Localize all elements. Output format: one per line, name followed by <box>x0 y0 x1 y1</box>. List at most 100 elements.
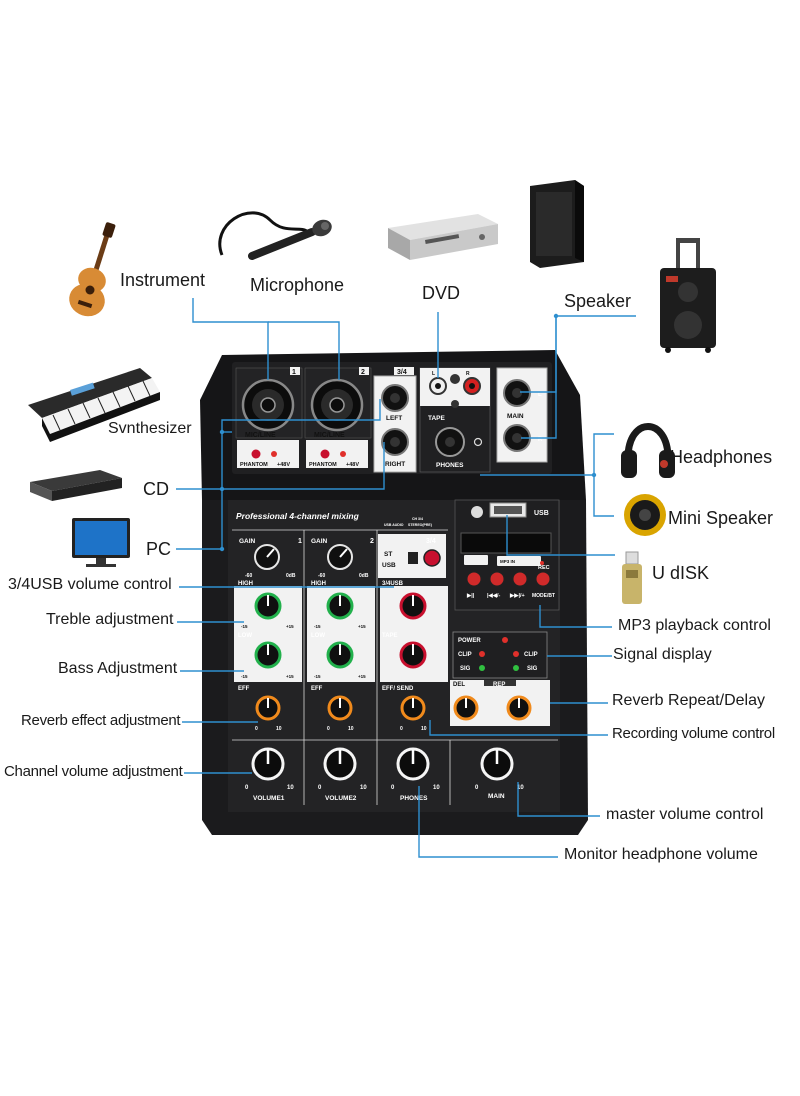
synthesizer-keyboard-icon <box>28 368 160 442</box>
high-label-2: HIGH <box>311 581 326 587</box>
mode-bt-label: MODE/BT <box>532 593 555 599</box>
stereo-pre-label: STEREO(PRE) <box>408 523 432 527</box>
reverb-repeat-label: Reverb Repeat/Delay <box>612 692 765 709</box>
tape-volume-knob[interactable] <box>399 641 427 669</box>
left-label: LEFT <box>386 415 402 422</box>
eff-min-2: 0 <box>327 726 330 732</box>
eq-min-l2: -15 <box>314 674 321 679</box>
bass-knob-2[interactable] <box>326 641 354 669</box>
plus48v-2: +48V <box>346 462 359 468</box>
vol-max-2: 10 <box>360 785 367 791</box>
callout-lines <box>176 298 636 858</box>
gain-max-2: 0dB <box>359 573 369 579</box>
gain-knob-1[interactable] <box>254 544 280 570</box>
main-r: R <box>538 437 543 443</box>
reverb-effect-knob-2[interactable] <box>327 695 353 721</box>
volume1-label: VOLUME1 <box>253 795 285 802</box>
bass-label: Bass Adjustment <box>58 660 178 677</box>
vol-min-1: 0 <box>245 785 249 791</box>
gain-max-1: 0dB <box>286 573 296 579</box>
usb-audio-label: USB AUDIO <box>384 523 404 527</box>
channel-volume-label: Channel volume adjustment <box>4 763 183 780</box>
delay-repeat-module <box>450 680 550 726</box>
xlr-input-1[interactable] <box>235 367 303 468</box>
dvd-label: DVD <box>422 283 461 303</box>
ch2-number: 2 <box>361 369 365 376</box>
ch34-stereo-label: CH 3/4 <box>412 517 423 521</box>
phones-volume-knob[interactable] <box>396 747 430 781</box>
main-volume-knob[interactable] <box>480 747 514 781</box>
guitar-icon <box>69 222 116 317</box>
eff-label-1: EFF <box>238 686 250 692</box>
dvd-player-icon <box>388 214 498 260</box>
udisk-label: U dISK <box>652 563 710 583</box>
panel-title: Professional 4-channel mixing <box>236 511 360 521</box>
eff-send-label: EFF/ SEND <box>382 686 414 692</box>
gain-ch2: 2 <box>370 538 374 545</box>
speaker-label: Speaker <box>564 291 632 311</box>
gain-label-2: GAIN <box>311 538 328 545</box>
effect-send-knob[interactable] <box>400 695 426 721</box>
microphone-label: Microphone <box>250 275 345 295</box>
volume-knob-2[interactable] <box>323 747 357 781</box>
treble-knob-2[interactable] <box>326 592 354 620</box>
main-knob-label: MAIN <box>488 793 505 800</box>
mic-line-1: MIC/LINE <box>245 432 276 439</box>
usb34-label: 3/4USB <box>382 581 404 587</box>
vol-max-main: 10 <box>517 785 524 791</box>
instrument-label: Instrument <box>120 270 206 290</box>
phantom-2: PHANTOM <box>309 462 337 468</box>
phones-knob-label: PHONES <box>400 795 428 802</box>
mixer-unit <box>200 350 588 835</box>
eq-min-h1: -15 <box>241 624 248 629</box>
trolley-speaker-icon <box>660 238 716 353</box>
bass-knob-1[interactable] <box>254 641 282 669</box>
main-l: L <box>538 392 542 398</box>
next-button-label: ▶▶|/+ <box>509 592 525 599</box>
gain-ch1: 1 <box>298 538 302 545</box>
line-input-3-4[interactable] <box>373 367 417 473</box>
headphones-icon <box>621 423 675 478</box>
mini-speaker-icon <box>624 494 666 536</box>
clip-label-r: CLIP <box>524 652 538 658</box>
usb-disk-icon <box>622 551 642 604</box>
high-label-1: HIGH <box>238 581 253 587</box>
treble-knob-1[interactable] <box>254 592 282 620</box>
low-label-2: LOW <box>311 633 325 639</box>
eff-max-2: 10 <box>348 726 354 732</box>
rep-label: REP <box>493 682 505 688</box>
st-usb-selector[interactable] <box>408 549 441 567</box>
vol-max-1: 10 <box>287 785 294 791</box>
tape-knob-label: TAPE <box>382 633 398 639</box>
usb34-volume-knob[interactable] <box>399 592 427 620</box>
gain-min-2: -60 <box>318 573 325 579</box>
microphone-icon <box>218 211 332 260</box>
volume-knob-1[interactable] <box>251 747 285 781</box>
ch34-header: 3/4 <box>426 538 436 545</box>
headphones-label: Headphones <box>670 447 773 467</box>
eq-max-h2: +15 <box>358 624 366 629</box>
mini-speaker-label: Mini Speaker <box>668 508 774 528</box>
treble-label: Treble adjustment <box>46 611 174 628</box>
tape-rca-and-phones[interactable] <box>419 367 491 473</box>
bookshelf-speaker-icon <box>530 180 584 268</box>
eq-min-l1: -15 <box>241 674 248 679</box>
signal-display-label: Signal display <box>613 646 712 663</box>
main-output-jacks[interactable] <box>496 367 548 463</box>
ch1-number: 1 <box>292 369 296 376</box>
xlr-input-2[interactable] <box>304 367 372 468</box>
eq-max-h1: +15 <box>286 624 294 629</box>
eq-max-l1: +15 <box>286 674 294 679</box>
clip-label-l: CLIP <box>458 652 472 658</box>
vol-max-3: 10 <box>433 785 440 791</box>
reverb-effect-knob-1[interactable] <box>255 695 281 721</box>
main-label: MAIN <box>507 413 524 420</box>
eff-min-1: 0 <box>255 726 258 732</box>
volume2-label: VOLUME2 <box>325 795 357 802</box>
vol-min-3: 0 <box>391 785 395 791</box>
mic-line-2: MIC/LINE <box>314 432 345 439</box>
synthesizer-label: Svnthesizer <box>108 420 192 437</box>
del-label: DEL <box>453 682 465 688</box>
gain-knob-2[interactable] <box>327 544 353 570</box>
reverb-effect-label: Reverb effect adjustment <box>21 712 181 729</box>
